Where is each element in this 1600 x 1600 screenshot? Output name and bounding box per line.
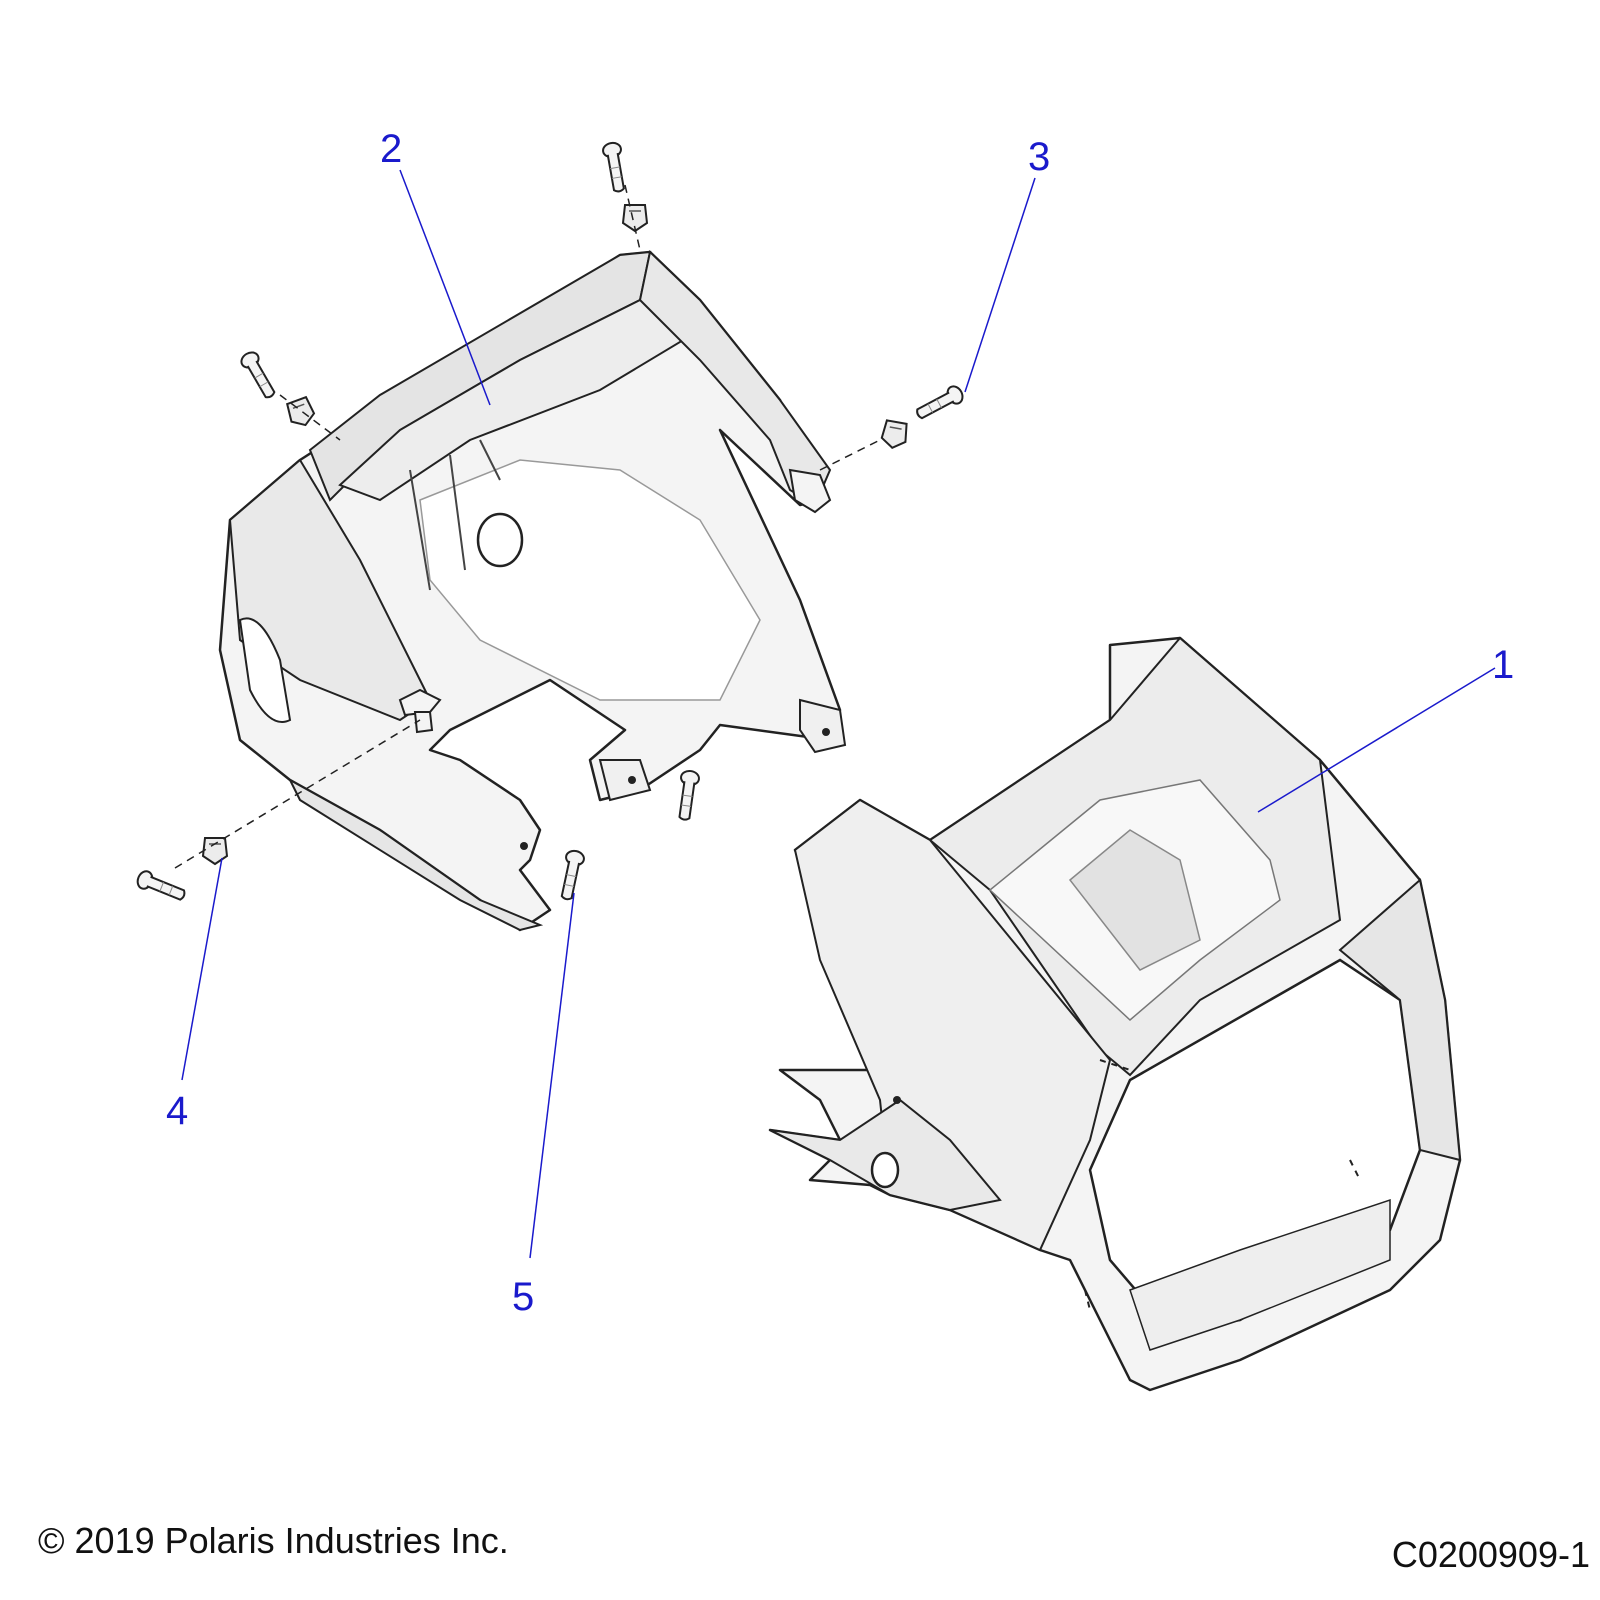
callout-3: 3 bbox=[1028, 135, 1050, 179]
fastener-clip-left bbox=[202, 837, 228, 865]
fastener-screw-top bbox=[600, 140, 630, 194]
part-2-inner-panel bbox=[218, 250, 847, 932]
fastener-screw-center bbox=[674, 768, 701, 822]
fastener-clip-left-top bbox=[284, 395, 318, 431]
copyright-text: © 2019 Polaris Industries Inc. bbox=[38, 1520, 509, 1561]
callout-4: 4 bbox=[166, 1089, 188, 1133]
fastener-screw-left bbox=[134, 868, 189, 906]
fastener-screw-left-top bbox=[237, 348, 280, 402]
callout-5: 5 bbox=[512, 1275, 534, 1319]
leader-lines bbox=[181, 169, 1496, 1259]
fastener-clip-right bbox=[879, 419, 910, 451]
callout-1: 1 bbox=[1492, 643, 1514, 687]
fastener-screw-right bbox=[912, 382, 967, 424]
fastener-screw-lower bbox=[556, 848, 587, 902]
callout-2: 2 bbox=[380, 127, 402, 171]
figure-id: C0200909-1 bbox=[1391, 1534, 1590, 1575]
part-1-headlight-shroud bbox=[768, 636, 1462, 1392]
